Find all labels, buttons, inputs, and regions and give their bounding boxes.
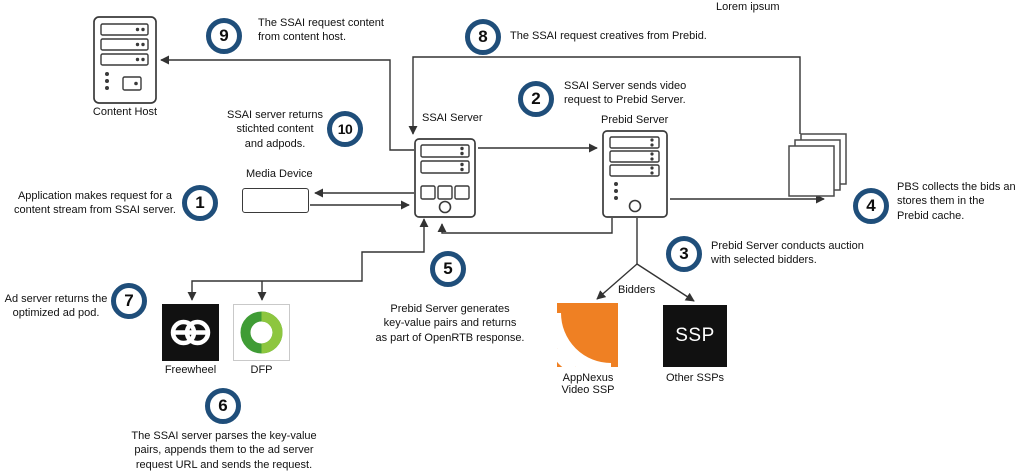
step-8-text: The SSAI request creatives from Prebid. [510,30,707,42]
ssai-server-icon [414,138,476,218]
arrow-bidders-to-otherssp [636,263,695,302]
appnexus-label: AppNexus Video SSP [561,372,615,396]
step-9-text: The SSAI request content from content ho… [258,17,384,44]
step-4-text: PBS collects the bids and stores them in… [897,181,1015,222]
media-device-icon [242,188,309,213]
step-9-badge: 9 [206,18,242,54]
step-5-text: Prebid Server generates key-value pairs … [375,303,525,344]
dfp-logo-icon [233,304,290,361]
step-6-badge: 6 [205,388,241,424]
dfp-label: DFP [250,364,273,376]
media-device-label: Media Device [246,168,313,180]
step-10-text: SSAI server returns stichted content and… [227,109,323,150]
step-3-badge: 3 [666,236,702,272]
step-4-badge: 4 [853,188,889,224]
freewheel-logo-icon [162,304,219,361]
content-host-label: Content Host [92,106,158,118]
arrow-ssai-to-content-host [160,55,414,151]
prebid-cache-pages-icon [788,133,847,197]
arrow-bidders-to-appnexus [596,263,638,300]
other-ssp-logo-icon: SSP [663,305,727,367]
freewheel-label: Freewheel [164,364,217,376]
appnexus-logo-icon [557,303,618,367]
arrow-prebid-return-to-ssai [437,218,613,234]
bidders-label: Bidders [618,284,656,296]
step-3-text: Prebid Server conducts auction with sele… [711,240,864,267]
prebid-server-label: Prebid Server [601,114,669,126]
arrow-prebid-cache-to-ssai [408,56,801,135]
other-ssps-label: Other SSPs [665,372,725,384]
arrow-ssai-adserver-twoway [187,218,429,301]
prebid-server-icon [602,130,668,218]
step-7-text: Ad server returns the optimized ad pod. [4,293,108,320]
step-2-badge: 2 [518,81,554,117]
step-2-text: SSAI Server sends video request to Prebi… [564,80,687,107]
step-6-text: The SSAI server parses the key-value pai… [131,430,317,471]
content-host-icon [93,16,157,104]
step-1-badge: 1 [182,185,218,221]
step-8-badge: 8 [465,19,501,55]
step-7-badge: 7 [111,283,147,319]
step-1-text: Application makes request for a content … [13,190,176,217]
step-10-badge: 10 [327,111,363,147]
ssai-server-label: SSAI Server [422,112,483,124]
step-5-badge: 5 [430,251,466,287]
page-title: Lorem ipsum [716,1,780,13]
